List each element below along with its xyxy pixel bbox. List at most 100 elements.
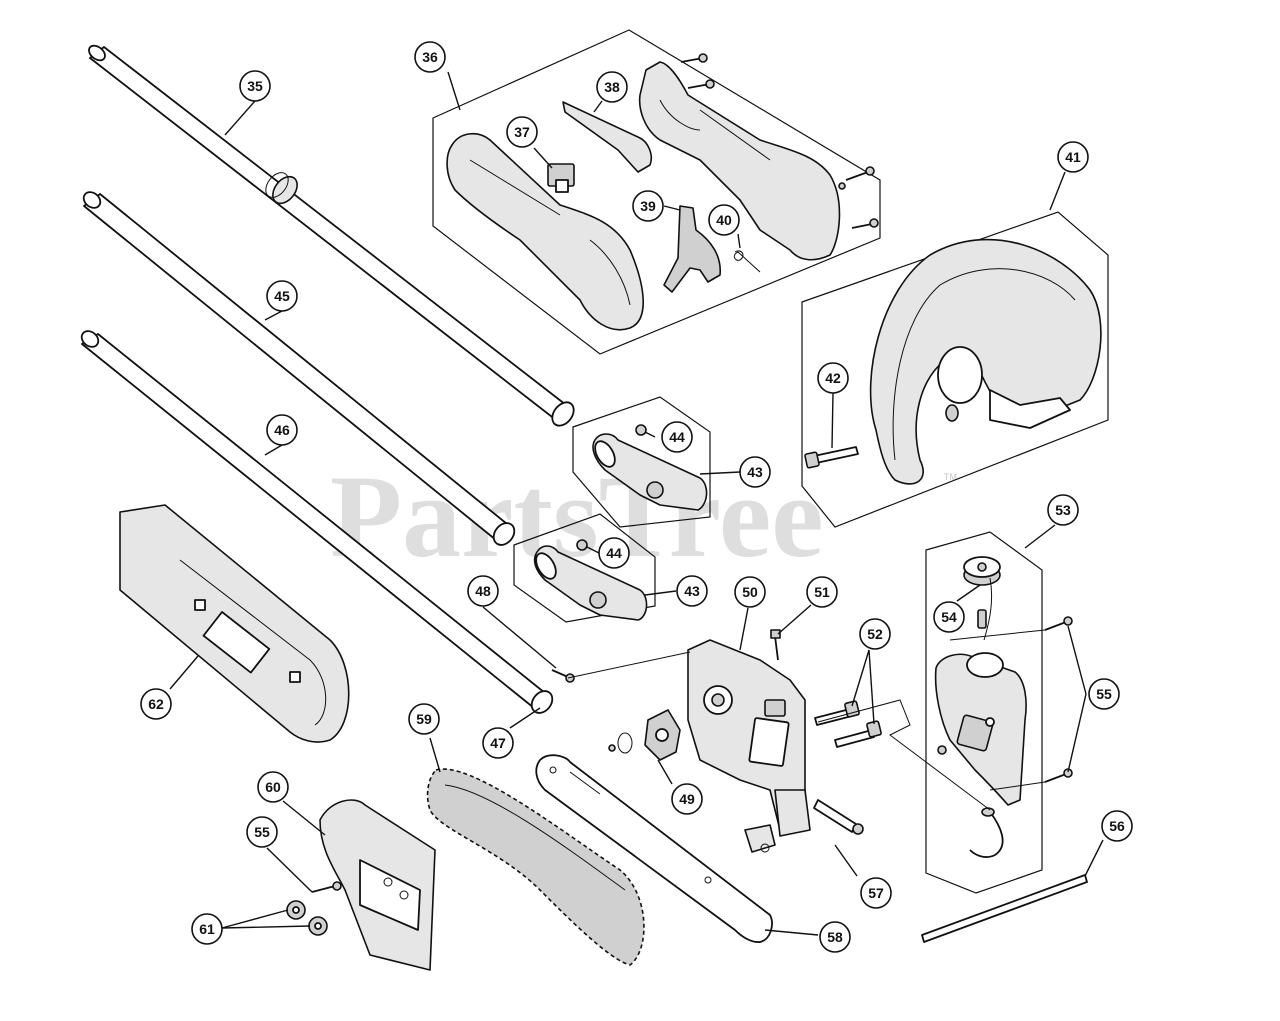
callout-59: 59 [408,703,440,735]
sprocket-49 [608,709,681,761]
front-handle-group-box [801,211,1109,528]
callout-38: 38 [596,71,628,103]
callout-61: 61 [191,913,223,945]
svg-text:35: 35 [247,78,263,94]
tensioner-57 [744,799,864,853]
fuel-line [969,807,1004,858]
saw-chain-59 [426,768,645,966]
trigger-39 [663,205,721,293]
svg-text:39: 39 [640,198,656,214]
svg-text:45: 45 [274,288,290,304]
callout-36: 36 [414,41,446,73]
shaft-46 [80,330,554,714]
callout-54: 54 [933,601,965,633]
trigger-lock-38 [562,101,653,173]
rear-handle-half-right [638,61,841,261]
handle-screws [680,53,879,229]
svg-text:43: 43 [747,464,763,480]
svg-text:62: 62 [148,696,164,712]
callout-50: 50 [734,576,766,608]
front-handle-41 [869,238,1102,485]
handle-group-box [432,29,881,355]
nuts-61 [286,900,328,936]
callout-60: 60 [257,771,289,803]
svg-text:55: 55 [254,824,270,840]
svg-text:49: 49 [679,791,695,807]
svg-text:36: 36 [422,49,438,65]
coupler-upper-box [572,396,711,528]
svg-text:55: 55 [1096,686,1112,702]
callout-45: 45 [266,280,298,312]
svg-text:41: 41 [1065,149,1081,165]
svg-text:44: 44 [606,545,622,561]
svg-text:52: 52 [867,626,883,642]
svg-text:50: 50 [742,584,758,600]
side-cover-60 [319,799,436,971]
svg-text:47: 47 [490,735,506,751]
gear-housing-50 [687,639,811,837]
svg-text:46: 46 [274,422,290,438]
callout-43-lower: 43 [676,575,708,607]
svg-text:60: 60 [265,779,281,795]
svg-text:56: 56 [1109,818,1125,834]
svg-text:57: 57 [868,885,884,901]
leader-lines [169,71,1104,936]
guide-bar-58 [535,754,773,943]
callout-52: 52 [859,618,891,650]
svg-text:37: 37 [514,124,530,140]
screw-44-lower [576,539,588,551]
screw-51 [770,629,781,661]
callout-40: 40 [708,204,740,236]
callout-39: 39 [632,190,664,222]
scabbard-62 [119,504,350,743]
bolt-42 [804,446,859,469]
callout-42: 42 [817,362,849,394]
callout-41: 41 [1057,141,1089,173]
callout-55-cover: 55 [246,816,278,848]
svg-text:61: 61 [199,921,215,937]
callout-53: 53 [1047,494,1079,526]
svg-text:48: 48 [475,583,491,599]
svg-text:51: 51 [814,584,830,600]
rear-handle-half-left [446,132,644,331]
coupler-43-lower [533,545,648,621]
bolts-52 [814,700,882,748]
coupler-43-upper [592,433,708,511]
callout-62: 62 [140,688,172,720]
fuel-tank-group-box [925,531,1043,894]
callout-43-upper: 43 [739,456,771,488]
switch-37 [547,163,575,193]
callout-37: 37 [506,116,538,148]
group-boxes [432,29,1109,894]
callout-55-tank: 55 [1088,678,1120,710]
svg-text:44: 44 [669,429,685,445]
callout-48: 48 [467,575,499,607]
screw-55-cover [311,881,342,893]
screw-48 [551,669,575,683]
callout-56: 56 [1101,810,1133,842]
svg-text:54: 54 [941,609,957,625]
fuel-tank-53 [934,652,1027,806]
fuel-cap-54 [963,556,1001,641]
svg-text:59: 59 [416,711,432,727]
svg-text:40: 40 [716,212,732,228]
callout-49: 49 [671,783,703,815]
svg-text:58: 58 [827,929,843,945]
callout-46: 46 [266,414,298,446]
svg-text:53: 53 [1055,502,1071,518]
watermark-trademark: TM [944,472,957,482]
spring-40 [733,250,761,273]
callout-44-upper: 44 [661,421,693,453]
callout-58: 58 [819,921,851,953]
callout-44-lower: 44 [598,537,630,569]
shaft-35 [88,44,575,427]
rod-56 [921,874,1088,943]
callout-47: 47 [482,727,514,759]
coupler-lower-box [513,513,656,623]
svg-text:42: 42 [825,370,841,386]
svg-text:38: 38 [604,79,620,95]
svg-text:43: 43 [684,583,700,599]
shaft-45 [82,191,516,546]
screws-55-tank [937,616,1073,783]
